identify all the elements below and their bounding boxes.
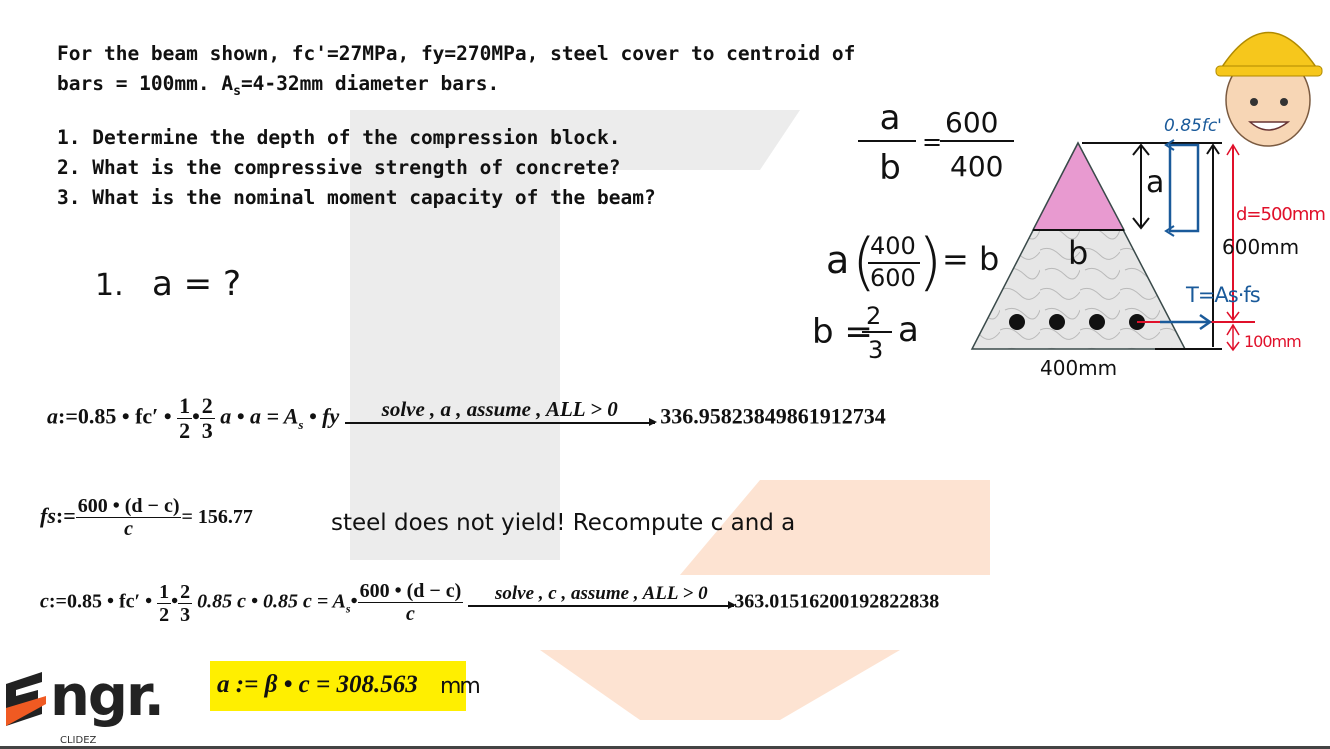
question-2: 2. What is the compressive strength of c… (57, 156, 621, 179)
hand-eq3-num: 2 (866, 302, 882, 330)
hand-ratio-b: b (879, 148, 901, 188)
label-tension: T=As·fs (1186, 283, 1261, 307)
hand-eq2-rhs: = b (942, 240, 1000, 278)
rebar (1089, 314, 1105, 330)
label-width: 400mm (1040, 356, 1118, 380)
hand-ratio-600: 600 (945, 106, 999, 139)
hand-ratio-a: a (879, 98, 901, 138)
engr-logo: ngr. CLIDEZ (0, 662, 170, 749)
stress-block (1168, 143, 1200, 233)
equation-a-final: a := β • c = 308.563 (217, 671, 418, 698)
beam-triangle (970, 141, 1187, 350)
hand-paren-close: ) (918, 225, 943, 298)
hand-eq2-line (868, 262, 920, 264)
hand-ratio-400: 400 (950, 150, 1004, 183)
hand-step-number: 1. (95, 268, 124, 303)
logo-text: ngr. (50, 664, 165, 729)
hand-ratio-line-right (940, 140, 1014, 142)
question-1: 1. Determine the depth of the compressio… (57, 126, 621, 149)
question-3: 3. What is the nominal moment capacity o… (57, 186, 656, 209)
compression-block (1031, 141, 1126, 231)
label-a: a (1146, 165, 1165, 200)
problem-line-2: bars = 100mm. As=4-32mm diameter bars. (57, 72, 500, 99)
hand-eq3-line (862, 331, 892, 333)
highlight-result (210, 661, 466, 711)
label-b: b (1068, 234, 1089, 272)
label-d: d=500mm (1236, 204, 1326, 225)
engineer-mascot-icon (1215, 31, 1323, 147)
problem-line-1: For the beam shown, fc'=27MPa, fy=270MPa… (57, 42, 856, 65)
hand-paren-open: ( (852, 225, 877, 298)
hand-eq2-den: 600 (870, 264, 916, 292)
hand-eq2-a: a (826, 238, 850, 282)
hand-eq3-a: a (898, 310, 919, 350)
steel-yield-note: steel does not yield! Recompute c and a (331, 510, 796, 536)
logo-subtext: CLIDEZ (60, 735, 97, 746)
hand-eq2-num: 400 (870, 232, 916, 260)
rebar (1049, 314, 1065, 330)
hand-equals: = (922, 128, 943, 156)
logo-e-icon (6, 672, 46, 726)
rebar (1009, 314, 1025, 330)
label-height: 600mm (1222, 235, 1300, 259)
equation-fs: fs:=600 • (d − c)c= 156.77 (40, 495, 253, 540)
hand-eq3-den: 3 (868, 336, 884, 364)
hand-a-unknown: a = ? (152, 264, 241, 304)
label-cover: 100mm (1244, 332, 1302, 351)
bottom-bar (0, 746, 1330, 749)
unit-mm: mm (440, 674, 481, 699)
hand-ratio-line-left (858, 140, 916, 142)
label-stress: 0.85fc' (1164, 116, 1222, 136)
